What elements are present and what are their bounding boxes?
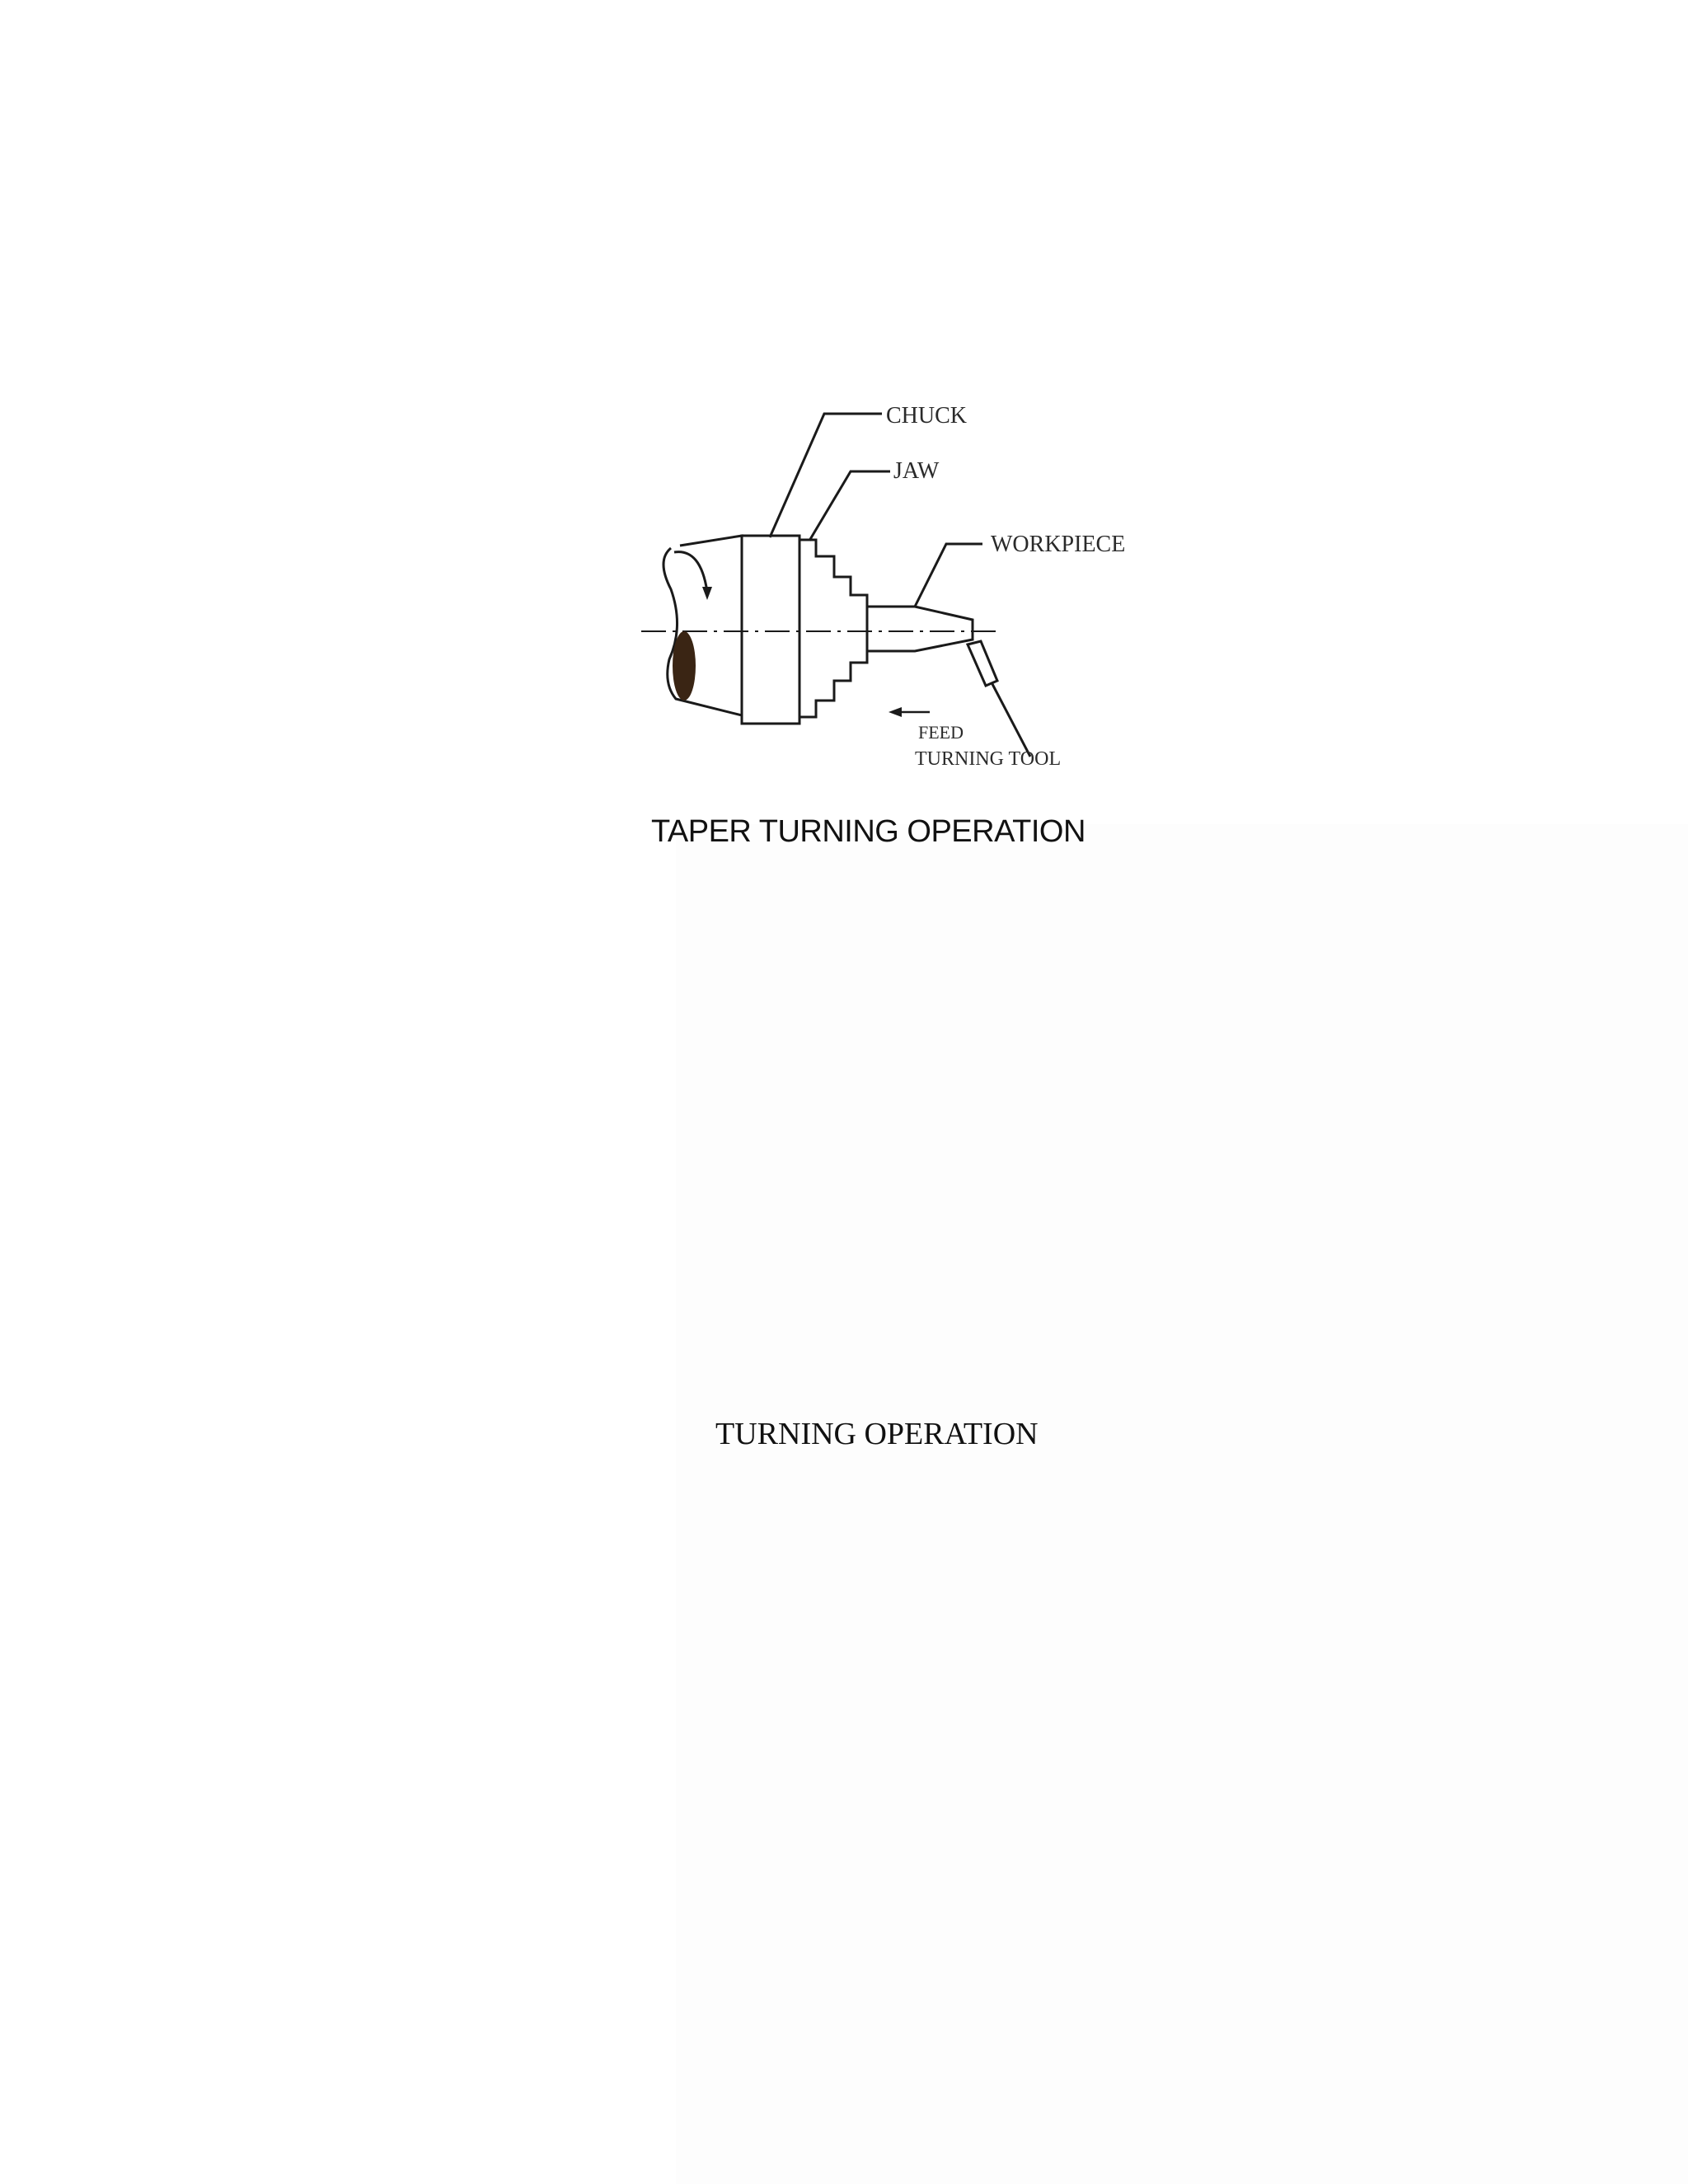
shaft-section <box>673 631 696 701</box>
page-background-shade <box>676 824 1688 2184</box>
jaw-label: JAW <box>893 458 940 484</box>
workpiece-body <box>867 605 974 653</box>
rotation-arrow <box>673 551 709 593</box>
workpiece-leader <box>913 542 982 607</box>
jaw-lower <box>799 651 869 719</box>
jaw-leader <box>808 470 890 541</box>
taper-turning-caption: TAPER TURNING OPERATION <box>651 814 1085 849</box>
jaw-upper <box>799 538 869 607</box>
turning-tool <box>965 640 999 687</box>
chuck-body <box>740 534 801 725</box>
tool-leader <box>991 683 1032 757</box>
chuck-label: CHUCK <box>886 403 967 429</box>
workpiece-label: WORKPIECE <box>991 532 1125 557</box>
spindle-shaft <box>662 534 743 717</box>
chuck-leader <box>768 412 882 538</box>
feed-arrow-head <box>889 707 902 717</box>
feed-label: FEED <box>918 722 964 743</box>
turning-operation-caption: TURNING OPERATION <box>715 1417 1039 1451</box>
turning-tool-label: TURNING TOOL <box>915 748 1061 770</box>
rotation-arrow-head <box>702 587 712 600</box>
